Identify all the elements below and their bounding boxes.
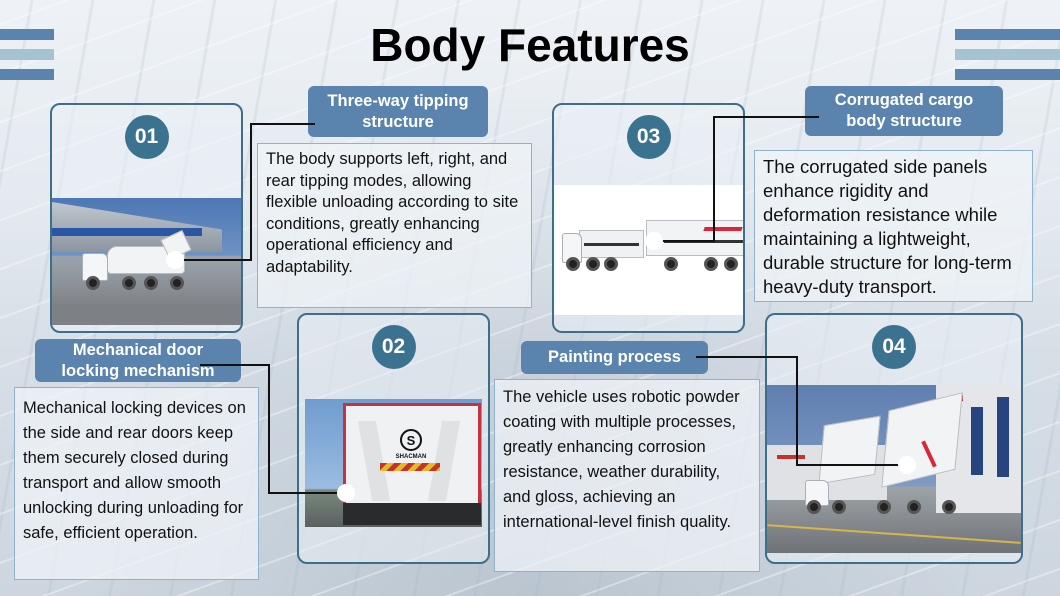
photo-corrugated-truck-trailer: [554, 185, 743, 315]
shacman-logo-text: SHACMAN: [395, 454, 427, 460]
number-badge-01: 01: [124, 115, 169, 159]
photo-tipping-truck-factory: [52, 198, 241, 325]
connector-line-03: [713, 116, 819, 118]
connector-line-02: [200, 364, 270, 366]
feature-description-three-way-tipping: The body supports left, right, and rear …: [257, 143, 532, 308]
connector-dot-01: [166, 251, 184, 269]
feature-description-corrugated-cargo: The corrugated side panels enhance rigid…: [754, 150, 1033, 302]
number-badge-04: 04: [872, 325, 916, 369]
feature-description-painting: The vehicle uses robotic powder coating …: [494, 379, 760, 572]
feature-card-02: 02 S SHACMAN: [297, 313, 490, 564]
connector-line-04: [696, 356, 798, 358]
shacman-logo-icon: S: [400, 429, 422, 451]
decorative-stripes-left: [0, 29, 54, 89]
decorative-stripes-right: [955, 29, 1060, 89]
photo-rear-door-shacman: S SHACMAN: [305, 399, 482, 527]
number-badge-02: 02: [371, 325, 416, 369]
feature-card-04: 04: [765, 313, 1023, 564]
feature-label-painting: Painting process: [521, 341, 708, 374]
feature-description-door-locking: Mechanical locking devices on the side a…: [14, 387, 259, 580]
connector-dot-02: [337, 484, 355, 502]
connector-dot-03: [645, 232, 663, 250]
feature-card-03: 03: [552, 103, 745, 333]
connector-line-01: [250, 123, 315, 125]
photo-dual-tipping-trucks: [767, 385, 1021, 553]
number-badge-03: 03: [626, 115, 671, 159]
feature-card-01: 01: [50, 103, 243, 333]
connector-dot-04: [898, 456, 916, 474]
page-title: Body Features: [370, 19, 690, 71]
